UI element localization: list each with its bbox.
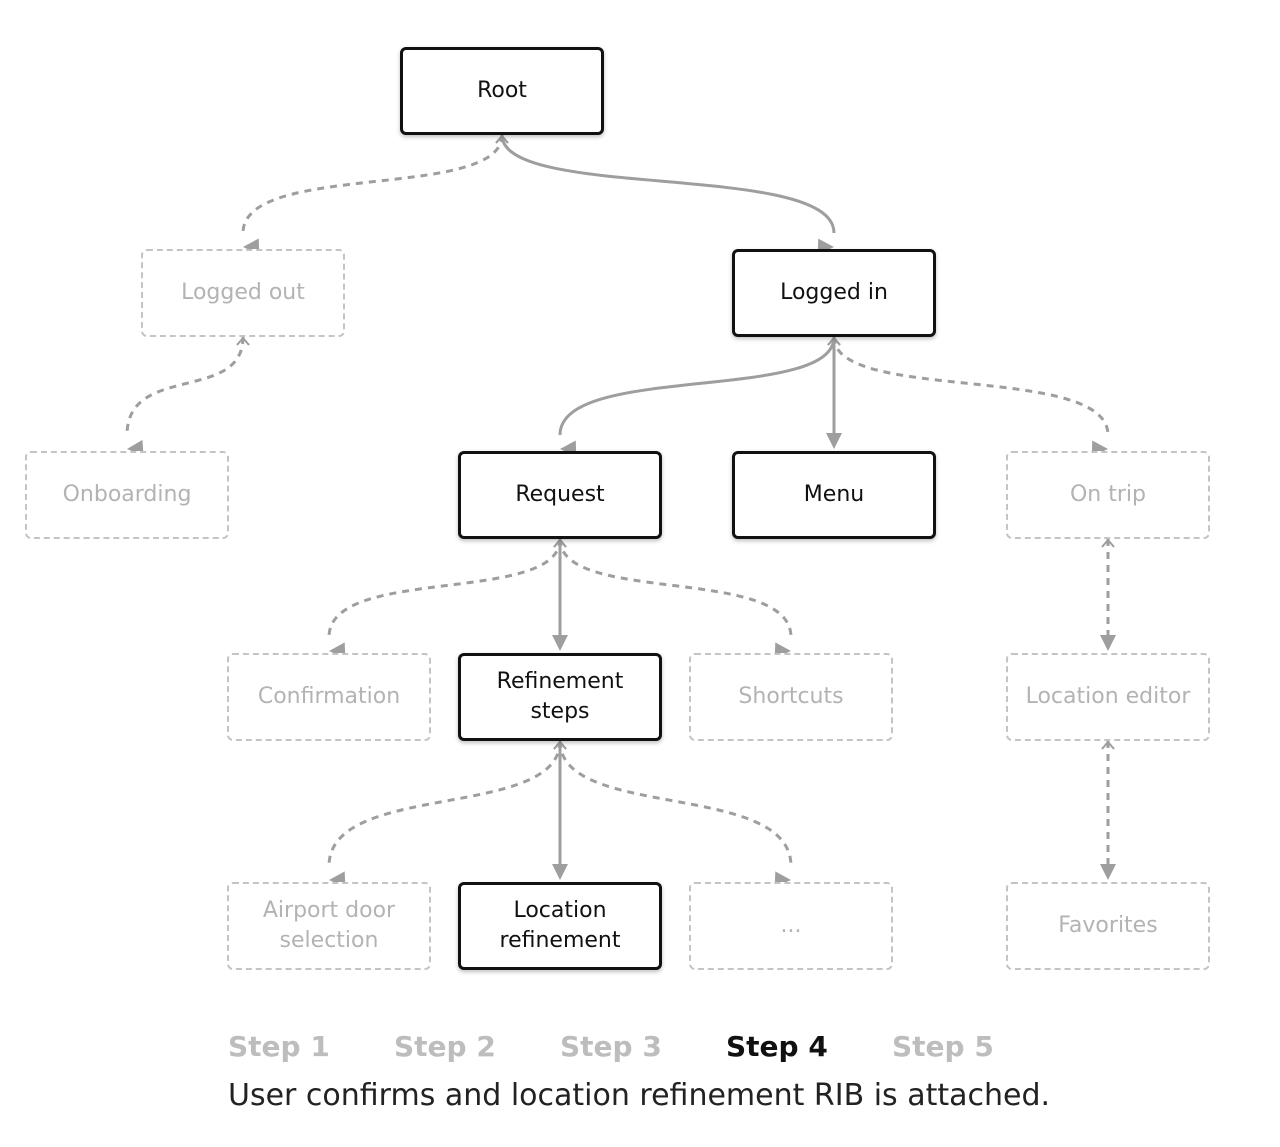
edge-refinement_steps-to-airport_door_selection xyxy=(327,740,562,867)
node-airport-door-selection: Airport door selection xyxy=(227,882,431,970)
step-caption: User confirms and location refinement RI… xyxy=(228,1078,1051,1113)
edge-root-to-logged_out xyxy=(241,134,504,234)
edge-origin-logged_in xyxy=(827,336,841,346)
edge-request-to-shortcuts xyxy=(558,538,793,638)
arrowhead-refinement_steps-to-location_refinement xyxy=(552,864,568,880)
arrowhead-request-to-refinement_steps xyxy=(552,635,568,651)
node-menu: Menu xyxy=(732,451,936,539)
node-logged-in: Logged in xyxy=(732,249,936,337)
edge-request-to-confirmation xyxy=(327,538,562,638)
arrowhead-location_editor-to-favorites xyxy=(1100,864,1116,880)
edge-origin-location_editor xyxy=(1101,740,1115,750)
step-3-label: Step 3 xyxy=(560,1030,662,1063)
edge-logged_out-to-onboarding xyxy=(125,336,245,436)
edge-refinement_steps-to-more xyxy=(558,740,793,867)
arrowhead-logged_in-to-menu xyxy=(826,433,842,449)
step-4-label: Step 4 xyxy=(726,1030,828,1063)
arrowhead-on_trip-to-location_editor xyxy=(1100,635,1116,651)
node-logged-out: Logged out xyxy=(141,249,345,337)
step-2-label: Step 2 xyxy=(394,1030,496,1063)
edge-origin-request xyxy=(553,538,567,548)
node-onboarding: Onboarding xyxy=(25,451,229,539)
node-root: Root xyxy=(400,47,604,135)
edge-origin-root xyxy=(495,134,509,144)
node-location-editor: Location editor xyxy=(1006,653,1210,741)
node-confirmation: Confirmation xyxy=(227,653,431,741)
edge-logged_in-to-on_trip xyxy=(832,336,1110,436)
step-1-label: Step 1 xyxy=(228,1030,330,1063)
node-more: ... xyxy=(689,882,893,970)
edge-origin-refinement_steps xyxy=(553,740,567,750)
node-request: Request xyxy=(458,451,662,539)
edge-origin-on_trip xyxy=(1101,538,1115,548)
edge-logged_in-to-request xyxy=(558,336,836,436)
node-on-trip: On trip xyxy=(1006,451,1210,539)
node-refinement-steps: Refinement steps xyxy=(458,653,662,741)
edge-origin-logged_out xyxy=(236,336,250,346)
node-favorites: Favorites xyxy=(1006,882,1210,970)
node-location-refinement: Location refinement xyxy=(458,882,662,970)
edge-root-to-logged_in xyxy=(500,134,836,234)
step-5-label: Step 5 xyxy=(892,1030,994,1063)
node-shortcuts: Shortcuts xyxy=(689,653,893,741)
